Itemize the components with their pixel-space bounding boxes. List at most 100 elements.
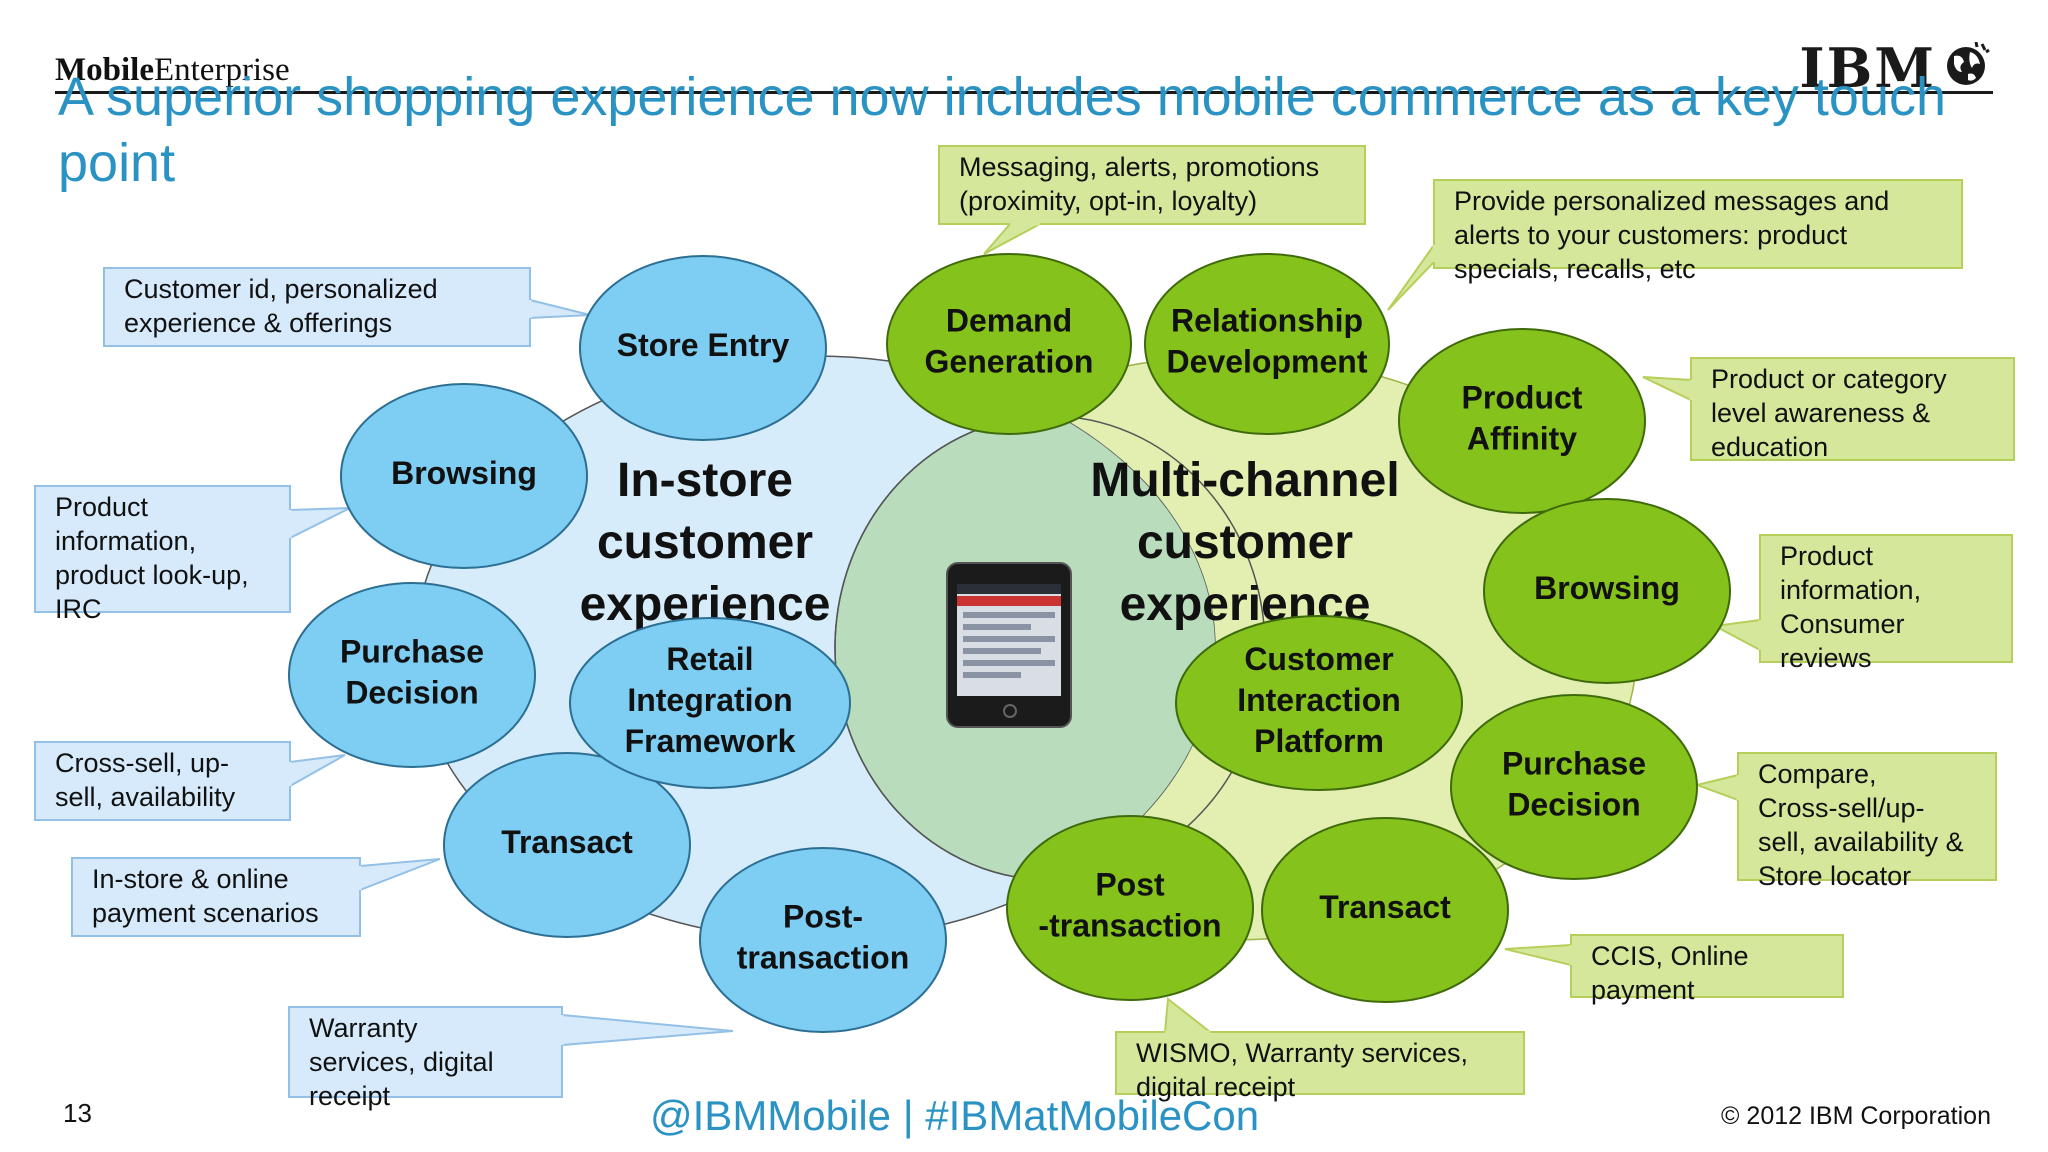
- brand-light: Enterprise: [153, 52, 290, 88]
- slide-title: A superior shopping experience now inclu…: [58, 67, 1947, 193]
- instore-bubble-label-store-entry: Store Entry: [617, 327, 790, 363]
- multichannel-bubble-purchase-decision: [1450, 694, 1698, 880]
- callout-box: [103, 267, 531, 347]
- multichannel-bubble-customer-interaction-platform: [1175, 615, 1463, 791]
- multichannel-bubble-label-relationship-development-line: Development: [1167, 344, 1368, 380]
- callout-pointer: [1693, 773, 1739, 802]
- instore-bubble-browsing: [340, 383, 588, 569]
- multichannel-bubble-label-demand-generation-line: Generation: [925, 344, 1094, 380]
- callout-text-line: receipt: [309, 1081, 391, 1111]
- callout-text-line: Store locator: [1758, 861, 1911, 891]
- brand-logo: MobileEnterprise: [55, 52, 290, 89]
- multichannel-bubble-label-customer-interaction-platform-line: Platform: [1254, 723, 1384, 759]
- callout-text-line: sell, availability &: [1758, 827, 1964, 857]
- callout-text-line: Provide personalized messages and: [1454, 186, 1889, 216]
- multichannel-callout-purchase-decision: Compare,Cross-sell/up-sell, availability…: [1693, 752, 1997, 891]
- multichannel-bubble-label-customer-interaction-platform-line: Customer: [1244, 641, 1393, 677]
- multichannel-bubble-label-product-affinity-line: Affinity: [1467, 421, 1577, 457]
- multichannel-callout-demand-generation: Messaging, alerts, promotions (proximity,…: [938, 145, 1366, 255]
- brand-bold: Mobile: [55, 52, 154, 88]
- callout-pointer: [983, 223, 1041, 255]
- multichannel-bubble-label-demand-generation-line: Demand: [946, 303, 1072, 339]
- home-button-icon: [1003, 704, 1017, 718]
- instore-bubble-label-retail-integration-framework-line: Retail: [666, 641, 753, 677]
- instore-heading-line: In-store: [617, 454, 793, 507]
- multichannel-heading-line: Multi-channel: [1090, 454, 1399, 507]
- callout-text-line: information,: [55, 526, 196, 556]
- multichannel-bubble-label-purchase-decision-line: Purchase: [1502, 746, 1646, 782]
- callout-text-line: In-store & online: [92, 864, 289, 894]
- callout-pointer: [289, 507, 351, 540]
- callout-text-line: IRC: [55, 594, 102, 624]
- callout-text-line: Product or category: [1711, 364, 1947, 394]
- social-tags: @IBMMobile | #IBMatMobileCon: [650, 1092, 1260, 1139]
- instore-bubble-label-retail-integration-framework-line: Integration: [627, 682, 792, 718]
- instore-bubble-label-post-transaction-line: transaction: [737, 940, 909, 976]
- callout-text: Compare,Cross-sell/up-sell, availability…: [1758, 759, 1964, 891]
- multichannel-bubble-label-relationship-development-line: Relationship: [1171, 303, 1363, 339]
- callout-text-line: specials, recalls, etc: [1454, 254, 1696, 284]
- multichannel-bubble-label-post-transaction: Post-transaction: [1038, 867, 1221, 944]
- callout-pointer: [1642, 376, 1692, 402]
- multichannel-bubble-label-customer-interaction-platform-line: Interaction: [1237, 682, 1401, 718]
- callout-pointer: [1504, 943, 1572, 967]
- callout-text-line: reviews: [1780, 643, 1872, 673]
- callout-text-line: (proximity, opt-in, loyalty): [959, 186, 1257, 216]
- callout-box: [1433, 179, 1963, 269]
- callout-text-line: sell, availability: [55, 782, 236, 812]
- callout-box: [34, 741, 291, 821]
- callout-text-line: payment: [1591, 975, 1695, 1005]
- callout-box: [1115, 1031, 1525, 1095]
- ibm-logo: IBM: [1799, 36, 1936, 100]
- callout-text-line: experience & offerings: [124, 308, 392, 338]
- callout-text-line: WISMO, Warranty services,: [1136, 1038, 1468, 1068]
- callout-text-line: product look-up,: [55, 560, 249, 590]
- instore-callout-purchase-decision: Cross-sell, up-sell, availability: [34, 741, 346, 821]
- phone-screen: [957, 584, 1061, 696]
- callout-text: Product or category level awareness & educ…: [1711, 364, 1947, 462]
- multichannel-bubble-label-purchase-decision-line: Decision: [1507, 787, 1640, 823]
- callout-text-line: level awareness &: [1711, 398, 1930, 428]
- globe-icon: [1947, 42, 1990, 85]
- callout-text-line: Product: [55, 492, 149, 522]
- callout-box: [938, 145, 1366, 225]
- instore-bubble-label-store-entry-line: Store Entry: [617, 327, 790, 363]
- multichannel-callout-post-transaction: WISMO, Warranty services, digital receipt: [1115, 997, 1525, 1102]
- callout-text-line: Cross-sell, up-: [55, 748, 229, 778]
- multichannel-heading-line: customer: [1137, 516, 1353, 569]
- callout-text-line: digital receipt: [1136, 1072, 1296, 1102]
- header-rule: [55, 91, 1993, 94]
- callout-text-line: education: [1711, 432, 1828, 462]
- multichannel-bubble-demand-generation: [886, 253, 1132, 435]
- callout-text-line: CCIS, Online: [1591, 941, 1749, 971]
- instore-bubble-label-purchase-decision-line: Purchase: [340, 634, 484, 670]
- instore-bubble-post-transaction: [699, 847, 947, 1033]
- callout-box: [34, 485, 291, 613]
- instore-bubble-purchase-decision: [288, 582, 536, 768]
- multichannel-bubble-post-transaction: [1006, 815, 1254, 1001]
- instore-bubble-label-browsing-line: Browsing: [391, 455, 537, 491]
- callout-pointer: [529, 298, 591, 320]
- callout-box: [288, 1006, 563, 1098]
- instore-bubble-label-post-transaction: Post-transaction: [737, 899, 909, 976]
- multichannel-callout-product-affinity: Product or category level awareness & educ…: [1642, 357, 2015, 462]
- callout-text: Cross-sell, up-sell, availability: [55, 748, 236, 812]
- callout-pointer: [561, 1013, 734, 1047]
- instore-bubble-transact: [443, 752, 691, 938]
- callout-text-line: Cross-sell/up-: [1758, 793, 1925, 823]
- smartphone-icon: [946, 562, 1072, 728]
- multichannel-callout-transact: CCIS, Online payment: [1504, 934, 1844, 1005]
- callout-text-line: Messaging, alerts, promotions: [959, 152, 1319, 182]
